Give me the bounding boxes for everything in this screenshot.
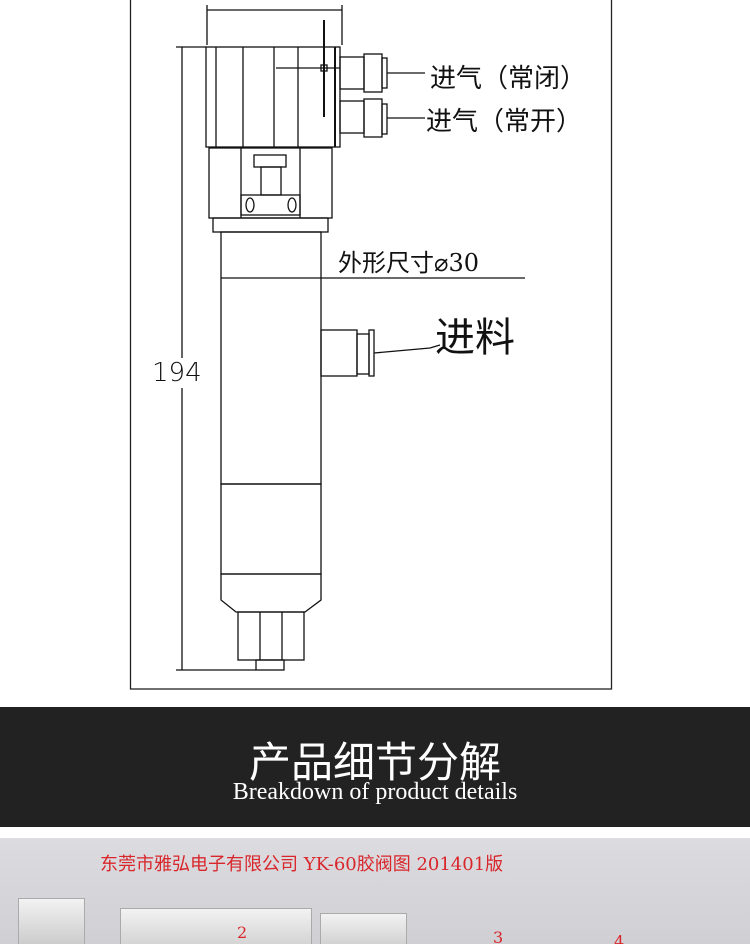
- section-title-en: Breakdown of product details: [232, 779, 518, 805]
- label-height: 194: [152, 358, 202, 388]
- label-air-inlet-normally-closed: 进气（常闭）: [430, 64, 587, 94]
- label-material-inlet: 进料: [435, 315, 515, 361]
- product-photo: 东莞市雅弘电子有限公司 YK-60胶阀图 201401版 2 3 4: [0, 838, 750, 944]
- part-body: [120, 908, 312, 944]
- part-number: 2: [237, 923, 248, 942]
- section-header: 产品细节分解 Breakdown of product details: [0, 707, 750, 827]
- part-number: 3: [493, 928, 504, 944]
- technical-drawing: [129, 0, 613, 690]
- part-barrel: [320, 913, 407, 944]
- part-number: 4: [614, 932, 625, 944]
- label-air-inlet-normally-open: 进气（常开）: [426, 107, 583, 137]
- photo-caption: 东莞市雅弘电子有限公司 YK-60胶阀图 201401版: [100, 854, 504, 875]
- section-title-zh: 产品细节分解: [248, 738, 501, 787]
- label-outer-dimension: 外形尺寸⌀30: [338, 249, 479, 277]
- part-cylinder: [18, 898, 85, 944]
